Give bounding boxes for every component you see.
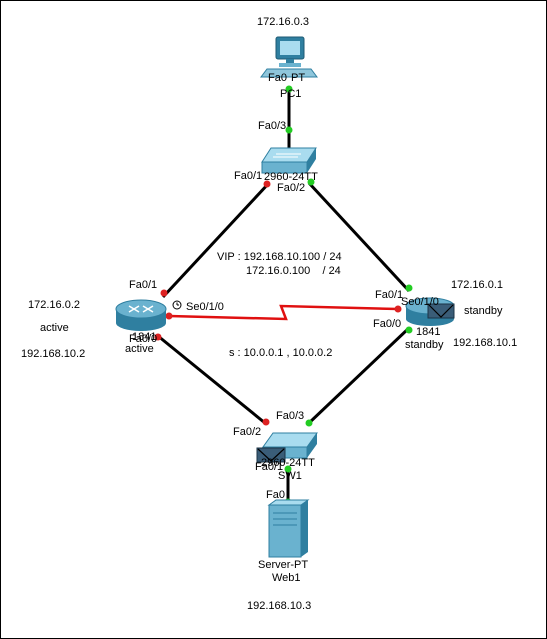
router-left-state-label: active: [40, 322, 69, 334]
switch-top-port-right-label: Fa0/2: [277, 182, 305, 194]
port-dot-switch-bottom-right: [305, 419, 313, 427]
switch-bottom-port-right-label: Fa0/3: [276, 410, 304, 422]
router-left-ip-top-label: 172.16.0.2: [28, 299, 80, 311]
port-dot-switch-top-right: [307, 178, 315, 186]
pc1-port-label: Fa0: [268, 72, 287, 84]
link-router-left-switch-bottom[interactable]: [157, 334, 266, 425]
router-right-ip-top-label: 172.16.0.1: [451, 279, 503, 291]
port-dot-pc1: [285, 85, 293, 93]
switch-bottom-device[interactable]: [256, 432, 318, 463]
router-right-serial-port-label: Se0/1/0: [401, 296, 439, 308]
router-left-port-top-label: Fa0/1: [129, 279, 157, 291]
vip-annotation-line1: VIP : 192.168.10.100 / 24: [217, 251, 342, 263]
switch-top-device[interactable]: [261, 147, 317, 174]
switch-bottom-model-label: 2960-24TT: [261, 457, 315, 469]
link-switch-top-router-right[interactable]: [307, 181, 411, 293]
pc1-device[interactable]: [260, 36, 318, 78]
server-model-label: Server-PT: [258, 559, 308, 571]
router-right-port-top-label: Fa0/1: [375, 289, 403, 301]
switch-bottom-port-left-label: Fa0/2: [233, 426, 261, 438]
port-dot-switch-top-left: [263, 180, 271, 188]
server-port-label: Fa0: [266, 489, 285, 501]
clock-icon: [172, 300, 182, 310]
port-dot-router-left-top: [160, 289, 168, 297]
server-web1-device[interactable]: [267, 499, 310, 558]
port-dot-router-left-bottom: [154, 333, 162, 341]
router-left-model-label: 1841: [132, 331, 156, 343]
port-dot-switch-bottom-server: [284, 465, 292, 473]
switch-bottom-name-label: SW1: [278, 470, 302, 482]
router-right-ip-bottom-label: 192.168.10.1: [453, 337, 517, 349]
router-right-port-bottom-label: Fa0/0: [373, 318, 401, 330]
pc1-model-label: PT: [291, 72, 305, 84]
link-switch-top-router-left[interactable]: [161, 181, 271, 299]
router-left-serial-port-label: Se0/1/0: [186, 301, 224, 313]
switch-top-port-pc-label: Fa0/3: [258, 120, 286, 132]
switch-top-model-label: 2960-24TT: [264, 171, 318, 183]
port-dot-router-right-bottom: [405, 326, 413, 334]
pc1-name-label: PC1: [280, 88, 301, 100]
router-right-state-under-label: standby: [405, 339, 444, 351]
port-dot-router-right-serial: [394, 305, 402, 313]
port-dot-switch-top-pc: [285, 126, 293, 134]
vip-annotation-line2: 172.16.0.100 / 24: [246, 265, 341, 277]
port-dot-router-right-top: [405, 284, 413, 292]
router-right-state-label: standby: [464, 305, 503, 317]
router-right-device[interactable]: [405, 297, 455, 326]
server-ip-label: 192.168.10.3: [247, 600, 311, 612]
router-right-model-label: 1841: [416, 326, 440, 338]
router-left-device[interactable]: [115, 299, 167, 331]
pc1-ip-label: 172.16.0.3: [257, 16, 309, 28]
server-name-label: Web1: [272, 572, 301, 584]
port-dot-switch-bottom-left: [262, 418, 270, 426]
switch-top-port-left-label: Fa0/1: [234, 170, 262, 182]
serial-network-annotation: s : 10.0.0.1 , 10.0.0.2: [229, 347, 332, 359]
port-dot-router-left-serial: [165, 312, 173, 320]
link-router-right-switch-bottom[interactable]: [307, 326, 411, 425]
router-left-port-bottom-label: Fa0/0: [129, 333, 157, 345]
serial-link[interactable]: [168, 304, 399, 321]
router-left-ip-bottom-label: 192.168.10.2: [21, 348, 85, 360]
switch-bottom-port-server-label: Fa0/1: [255, 461, 283, 473]
router-left-state-under-label: active: [125, 343, 154, 355]
